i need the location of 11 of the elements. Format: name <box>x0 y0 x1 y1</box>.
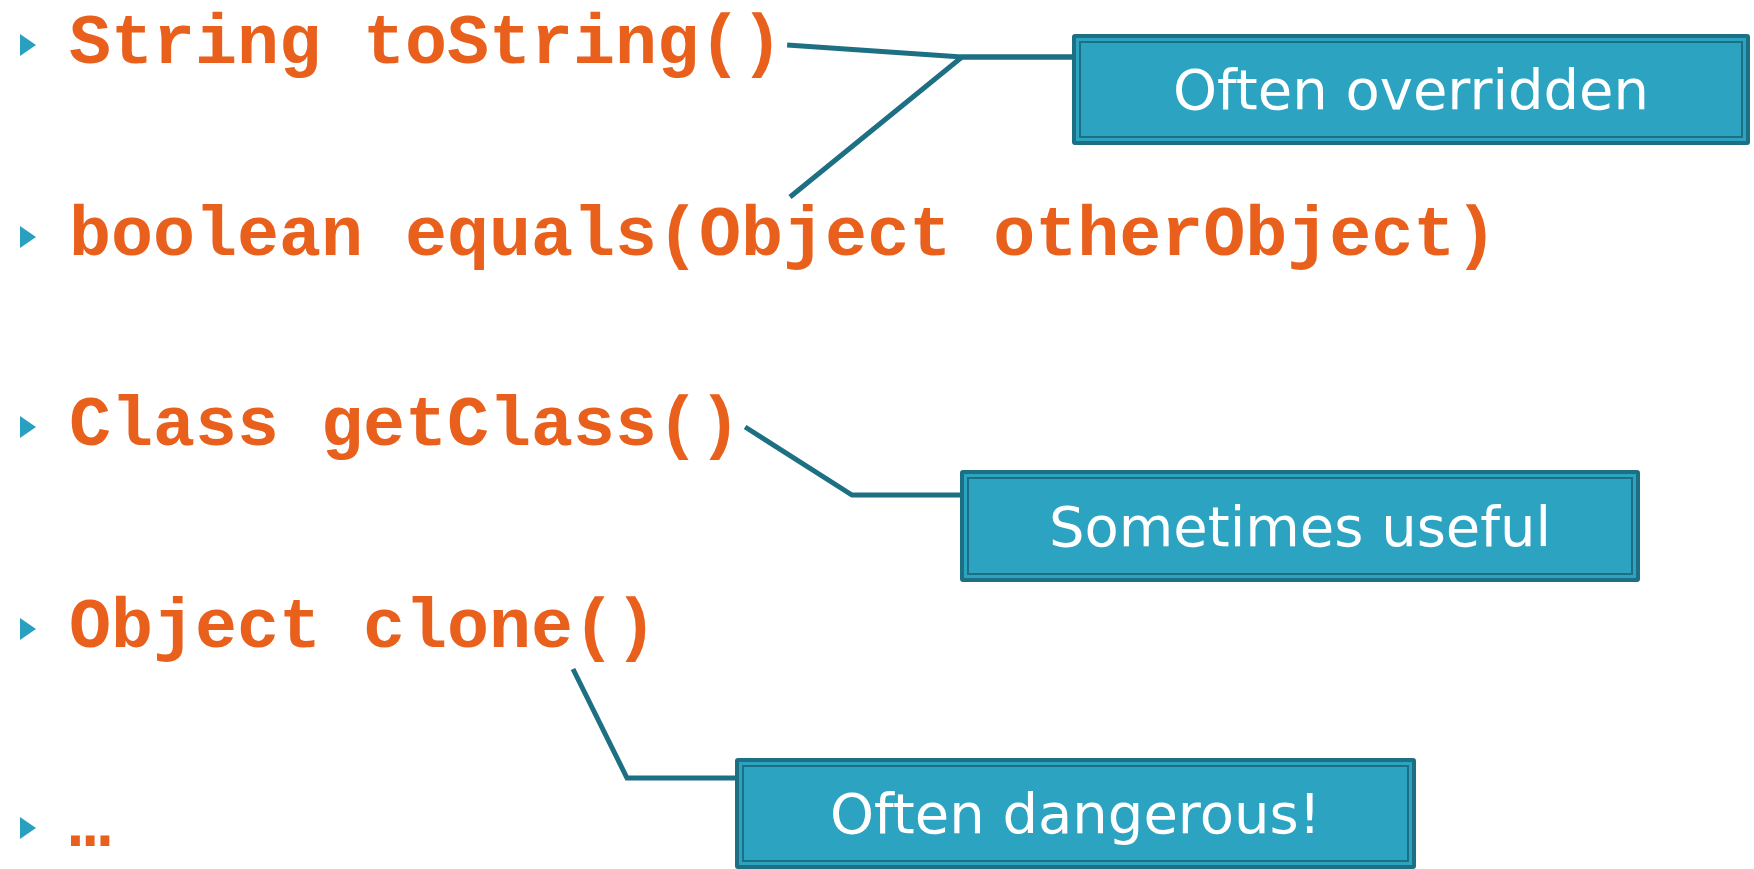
code-text: Object clone() <box>69 589 658 669</box>
callout-box: Sometimes useful <box>960 470 1640 582</box>
code-text: Class getClass() <box>69 387 742 467</box>
code-text: … <box>69 788 111 868</box>
leader-line <box>788 54 1072 199</box>
callout-box: Often overridden <box>1072 34 1750 145</box>
code-text: boolean equals(Object otherObject) <box>69 197 1498 277</box>
callout-box: Often dangerous! <box>735 758 1416 869</box>
leader-line <box>743 424 960 498</box>
leader-line <box>570 667 735 781</box>
code-text: String toString() <box>69 5 784 85</box>
